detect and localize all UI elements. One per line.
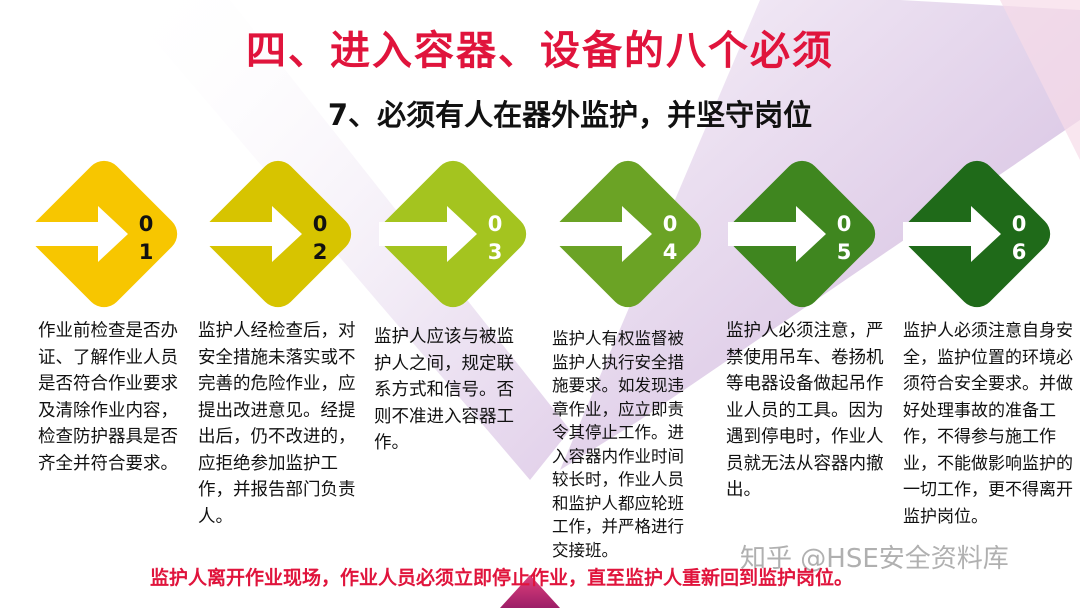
diamond-arrow-icon	[728, 160, 876, 308]
step-02-number-bottom: 2	[312, 240, 328, 264]
diamond-arrow-icon	[30, 160, 178, 308]
step-06-description: 监护人必须注意自身安全，监护位置的环境必须符合安全要求。并做好处理事故的准备工作…	[903, 321, 1073, 527]
page-subtitle: 7、必须有人在器外监护，并坚守岗位	[327, 98, 813, 132]
step-03-number-bottom: 3	[487, 240, 503, 264]
step-01-diamond: 0 1	[18, 148, 190, 320]
step-06-number-bottom: 6	[1011, 240, 1027, 264]
diamond-arrow-icon	[379, 160, 527, 308]
step-06-diamond: 0 6	[891, 148, 1063, 320]
step-03-diamond: 0 3	[367, 148, 539, 320]
step-05-diamond: 0 5	[716, 148, 888, 320]
step-06-number-top: 0	[1011, 212, 1027, 236]
step-05-number-bottom: 5	[836, 240, 852, 264]
page-title: 四、进入容器、设备的八个必须	[246, 28, 834, 74]
diamond-arrow-icon	[554, 160, 702, 308]
step-01-number-bottom: 1	[138, 240, 154, 264]
footer-note: 监护人离开作业现场，作业人员必须立即停止作业，直至监护人重新回到监护岗位。	[150, 567, 854, 589]
step-04-diamond: 0 4	[542, 148, 714, 320]
step-02-description: 监护人经检查后，对安全措施未落实或不完善的危险作业，应提出改进意见。经提出后，仍…	[198, 321, 356, 527]
diamond-arrow-icon	[903, 160, 1051, 308]
step-02-number-top: 0	[312, 212, 328, 236]
step-04-number-bottom: 4	[662, 240, 678, 264]
step-01-description: 作业前检查是否办证、了解作业人员是否符合作业要求及清除作业内容，检查防护器具是否…	[38, 321, 178, 474]
diamond-arrow-icon	[204, 160, 352, 308]
step-05-number-top: 0	[836, 212, 852, 236]
step-04-description: 监护人有权监督被监护人执行安全措施要求。如发现违章作业，应立即责令其停止工作。进…	[552, 329, 684, 560]
step-03-description: 监护人应该与被监护人之间，规定联系方式和信号。否则不准进入容器工作。	[374, 327, 514, 453]
step-03-number-top: 0	[487, 212, 503, 236]
step-04-number-top: 0	[662, 212, 678, 236]
step-01-number-top: 0	[138, 212, 154, 236]
step-02-diamond: 0 2	[192, 148, 364, 320]
step-05-description: 监护人必须注意，严禁使用吊车、卷扬机等电器设备做起吊作业人员的工具。因为遇到停电…	[726, 321, 884, 500]
watermark: 知乎 @HSE安全资料库	[740, 544, 1009, 574]
